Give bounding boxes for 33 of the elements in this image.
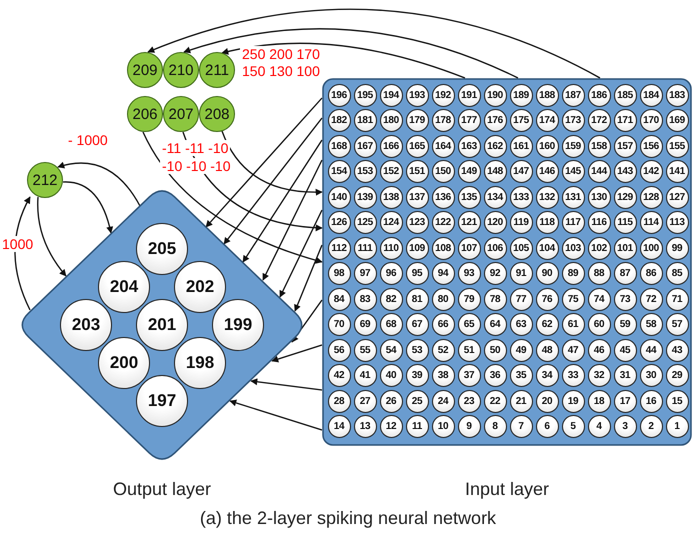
arrow (147, 8, 600, 79)
neuron-circle: 212 (27, 162, 63, 198)
layer-heading: Output layer (112, 479, 212, 500)
arrow (142, 132, 323, 264)
weight-label: - 1000 (66, 132, 110, 148)
neuron-circle: 210 (163, 52, 199, 88)
neuron-circle: 208 (199, 96, 235, 132)
arrow (223, 118, 323, 245)
arrow (250, 378, 322, 391)
layer-heading: Input layer (464, 479, 550, 500)
arrow (206, 98, 322, 228)
weight-label: -10 -10 -10 (160, 158, 232, 174)
neuron-circle: 206 (127, 96, 163, 132)
arrow (57, 162, 141, 206)
arrow (262, 160, 323, 281)
neuron-circle: 209 (127, 52, 163, 88)
arrow (271, 344, 322, 362)
arrow (221, 42, 466, 79)
weight-label: 150 130 100 (240, 63, 322, 79)
neuron-circle: 207 (163, 96, 199, 132)
arrow (37, 196, 66, 277)
arrow (279, 210, 323, 298)
arrow (63, 181, 113, 234)
neuron-circle: 211 (199, 52, 235, 88)
arrow (294, 244, 323, 312)
figure-caption: (a) the 2-layer spiking neural network (198, 508, 498, 529)
arrow (229, 400, 322, 431)
weight-label: -11 -11 -10 (160, 140, 230, 156)
arrow (221, 130, 323, 196)
weight-label: 250 200 170 (240, 46, 322, 62)
arrow (242, 140, 323, 263)
arrow (183, 28, 518, 79)
weight-label: 1000 (0, 236, 36, 252)
